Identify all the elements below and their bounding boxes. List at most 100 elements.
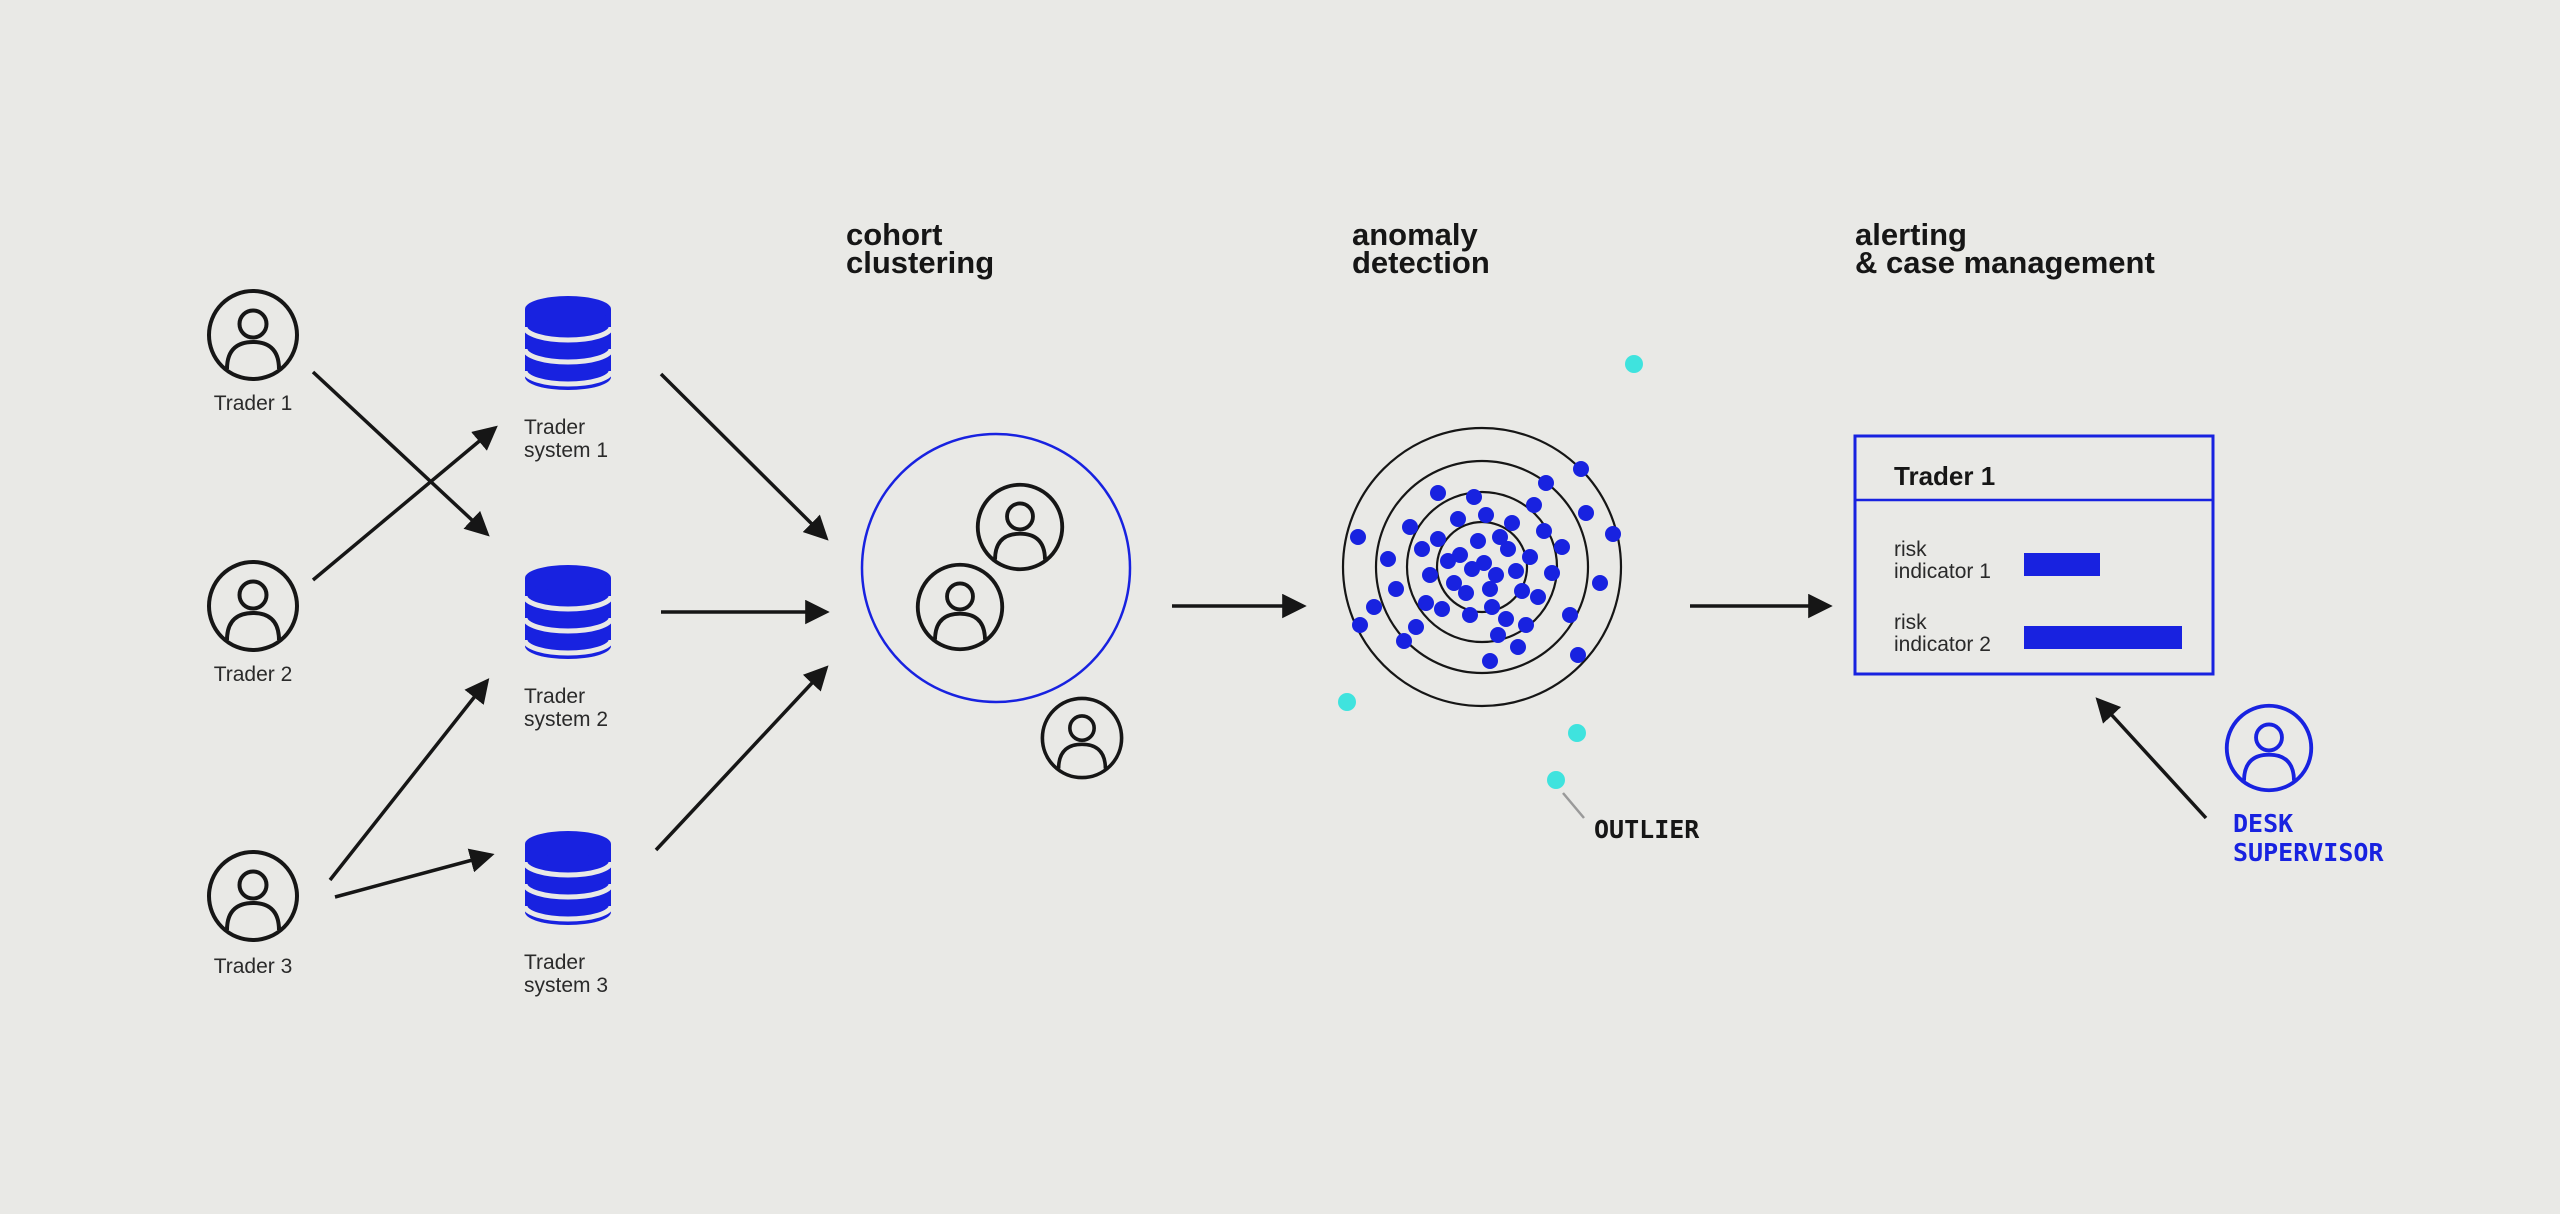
anomaly-dot <box>1592 575 1608 591</box>
trader-system-2-label-line1: Trader <box>524 685 585 708</box>
anomaly-dot <box>1570 647 1586 663</box>
trader-system-3-icon <box>525 831 611 925</box>
trader-system-3-label-line2: system 3 <box>524 974 608 997</box>
anomaly-dot <box>1478 507 1494 523</box>
anomaly-dot <box>1434 601 1450 617</box>
trader-2-label: Trader 2 <box>214 663 293 686</box>
trader-system-2-icon <box>525 565 611 659</box>
anomaly-dot <box>1562 607 1578 623</box>
arrow-system1-to-cluster <box>659 372 829 541</box>
risk-indicator-2-label-line1: risk <box>1894 611 1927 634</box>
heading-anomaly-detection-line2: detection <box>1352 245 1490 280</box>
heading-cohort-clustering-line1: cohort <box>846 217 942 252</box>
anomaly-dot <box>1422 567 1438 583</box>
anomaly-dot <box>1490 627 1506 643</box>
outlier-dot <box>1568 724 1586 742</box>
arrow-trader2-to-system1 <box>311 425 498 582</box>
anomaly-dot <box>1458 585 1474 601</box>
anomaly-dot <box>1450 511 1466 527</box>
arrow-trader3-to-system2 <box>328 678 490 882</box>
risk-indicator-1-bar <box>2024 553 2100 576</box>
alert-card <box>1853 434 2215 676</box>
anomaly-dot <box>1578 505 1594 521</box>
anomaly-ring <box>1341 426 1623 708</box>
anomaly-dot <box>1482 581 1498 597</box>
anomaly-dot <box>1526 497 1542 513</box>
trader-system-1-icon <box>525 296 611 390</box>
anomaly-rings <box>1341 426 1623 708</box>
anomaly-dot <box>1380 551 1396 567</box>
anomaly-dot <box>1504 515 1520 531</box>
anomaly-dot <box>1466 489 1482 505</box>
trader-system-3-label-line1: Trader <box>524 951 585 974</box>
anomaly-dot <box>1476 555 1492 571</box>
anomaly-dot <box>1522 549 1538 565</box>
trader-3-icon <box>207 850 299 942</box>
anomaly-dots <box>1338 355 1643 789</box>
alert-card-title: Trader 1 <box>1894 461 1995 491</box>
anomaly-dot <box>1462 607 1478 623</box>
anomaly-dot <box>1430 485 1446 501</box>
anomaly-dot <box>1446 575 1462 591</box>
anomaly-dot <box>1418 595 1434 611</box>
anomaly-dot <box>1388 581 1404 597</box>
anomaly-dot <box>1484 599 1500 615</box>
anomaly-dot <box>1518 617 1534 633</box>
anomaly-dot <box>1396 633 1412 649</box>
anomaly-dot <box>1430 531 1446 547</box>
anomaly-dot <box>1464 561 1480 577</box>
anomaly-dot <box>1366 599 1382 615</box>
anomaly-dot <box>1536 523 1552 539</box>
anomaly-dot <box>1573 461 1589 477</box>
anomaly-dot <box>1510 639 1526 655</box>
anomaly-ring <box>1435 520 1529 614</box>
risk-indicator-1-label-line2: indicator 1 <box>1894 560 1991 583</box>
heading-alerting-case-management-line1: alerting <box>1855 217 1967 252</box>
risk-indicator-1-label-line1: risk <box>1894 538 1927 561</box>
anomaly-dot <box>1492 529 1508 545</box>
desk-supervisor-label-line2: SUPERVISOR <box>2233 838 2384 867</box>
arrow-system3-to-cluster <box>654 665 829 852</box>
anomaly-dot <box>1508 563 1524 579</box>
anomaly-dot <box>1514 583 1530 599</box>
anomaly-dot <box>1500 541 1516 557</box>
trader-system-2-label-line2: system 2 <box>524 708 608 731</box>
anomaly-dot <box>1440 553 1456 569</box>
outlier-label: OUTLIER <box>1594 815 1700 844</box>
anomaly-dot <box>1544 565 1560 581</box>
anomaly-dot <box>1470 533 1486 549</box>
cohort-cluster-circle <box>860 432 1132 704</box>
anomaly-dot <box>1352 617 1368 633</box>
outlier-dot <box>1547 771 1565 789</box>
trader-1-icon <box>207 289 299 381</box>
anomaly-dot <box>1554 539 1570 555</box>
outlier-pointer-line <box>1562 792 1585 819</box>
cohort-member-1-icon <box>975 482 1065 572</box>
arrow-trader1-to-system2 <box>311 370 490 537</box>
trader-system-1-label-line1: Trader <box>524 416 585 439</box>
cohort-member-2-icon <box>915 562 1005 652</box>
desk-supervisor-label-line1: DESK <box>2233 809 2293 838</box>
anomaly-ring <box>1374 459 1590 675</box>
trader-2-icon <box>207 560 299 652</box>
anomaly-dot <box>1605 526 1621 542</box>
arrow-trader3-to-system3 <box>334 848 495 899</box>
anomaly-dot <box>1530 589 1546 605</box>
desk-supervisor-icon <box>2224 703 2314 793</box>
cohort-outsider-icon <box>1040 696 1124 780</box>
anomaly-dot <box>1452 547 1468 563</box>
heading-anomaly-detection-line1: anomaly <box>1352 217 1479 252</box>
anomaly-dot <box>1538 475 1554 491</box>
trader-1-label: Trader 1 <box>214 392 293 415</box>
anomaly-dot <box>1482 653 1498 669</box>
heading-cohort-clustering-line2: clustering <box>846 245 994 280</box>
trader-system-1-label-line2: system 1 <box>524 439 608 462</box>
anomaly-dot <box>1488 567 1504 583</box>
outlier-dot <box>1625 355 1643 373</box>
arrow-supervisor-to-card <box>2095 697 2208 820</box>
anomaly-dot <box>1402 519 1418 535</box>
heading-alerting-case-management-line2: & case management <box>1855 245 2155 280</box>
anomaly-dot <box>1350 529 1366 545</box>
